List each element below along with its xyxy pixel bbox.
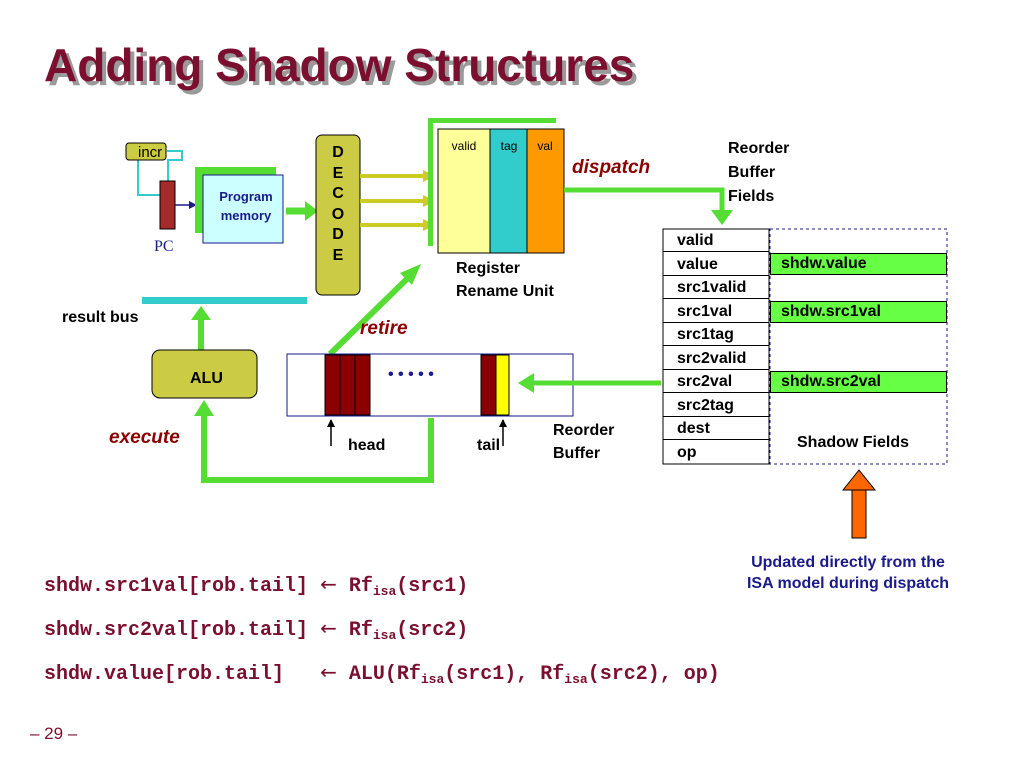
shadow-field-value: shdw.value (770, 253, 947, 275)
incr-loop-wire (167, 150, 183, 182)
rob-fields-table (662, 228, 770, 465)
incr-box (125, 142, 167, 161)
program-memory (202, 174, 284, 244)
shadow-field-src1val: shdw.src1val (770, 301, 947, 323)
rob-field-dest: dest (663, 418, 769, 440)
rename-col-valid (437, 128, 491, 254)
rob-field-op: op (677, 443, 697, 461)
program-memory-label: Program memory (219, 189, 273, 223)
rob-entry (480, 354, 497, 416)
rob-field-valid: valid (663, 230, 769, 252)
rob-entry (339, 354, 356, 416)
shadow-field-src2val: shdw.src2val (770, 371, 947, 393)
rob-field-src1val: src1val (663, 301, 769, 323)
rename-col-tag (489, 128, 528, 254)
retire-label: retire (360, 318, 408, 339)
register-rename-unit-label: Register Rename Unit (456, 260, 554, 300)
incr-label: incr (138, 144, 163, 161)
decode-letter: C (332, 185, 344, 202)
rename-header-valid: valid (451, 139, 477, 153)
update-note: Updated directly from the ISA model duri… (746, 554, 950, 592)
decode-letter: E (332, 246, 344, 264)
tail-label: tail (477, 437, 501, 454)
decode-letter: D (332, 226, 344, 243)
result-bus-label: result bus (62, 309, 139, 326)
alu-label: ALU (190, 370, 223, 387)
rename-header-val: val (537, 139, 553, 153)
decode-letter: O (331, 205, 345, 223)
rename-col-val (526, 128, 565, 254)
decode-letter: D (332, 144, 344, 161)
slide-title: Adding Shadow Structures (44, 39, 635, 91)
pc-register (159, 180, 176, 230)
execute-label: execute (109, 427, 180, 448)
alu-box (151, 349, 258, 399)
dispatch-label: dispatch (572, 157, 651, 178)
update-arrow (851, 487, 867, 539)
rename-header-tag: tag (500, 139, 518, 153)
rob-field-src2val: src2val (663, 371, 769, 393)
result-bus (142, 297, 307, 304)
rob-field-src2valid: src2valid (663, 348, 769, 370)
reorder-buffer-label: Reorder Buffer (553, 422, 615, 462)
rob-field-src2tag: src2tag (663, 395, 769, 417)
rob-field-src1valid: src1valid (663, 277, 769, 299)
page-number: – 29 – (30, 724, 78, 743)
decode-box (315, 134, 361, 296)
code-line-2: shdw.src2val[rob.tail] ← Rfisa(src2) (44, 616, 469, 643)
code-line-1: shdw.src1val[rob.tail] ← Rfisa(src1) (44, 572, 469, 599)
head-label: head (348, 437, 386, 454)
rob-tail-entry (495, 354, 510, 416)
rob-ellipsis: • • • • • (388, 366, 434, 383)
rob-field-src1tag: src1tag (663, 324, 769, 346)
shadow-fields-region (769, 228, 948, 465)
rob-entry (354, 354, 371, 416)
decode-letter: E (332, 164, 344, 182)
rob-field-value: value (663, 254, 769, 276)
rob-entry (324, 354, 341, 416)
shadow-fields-label: Shadow Fields (797, 434, 910, 451)
code-line-3: shdw.value[rob.tail] ← ALU(Rfisa(src1), … (44, 660, 720, 687)
pc-label: PC (154, 238, 174, 255)
reorder-buffer-fields-label: Reorder Buffer Fields (728, 140, 790, 205)
